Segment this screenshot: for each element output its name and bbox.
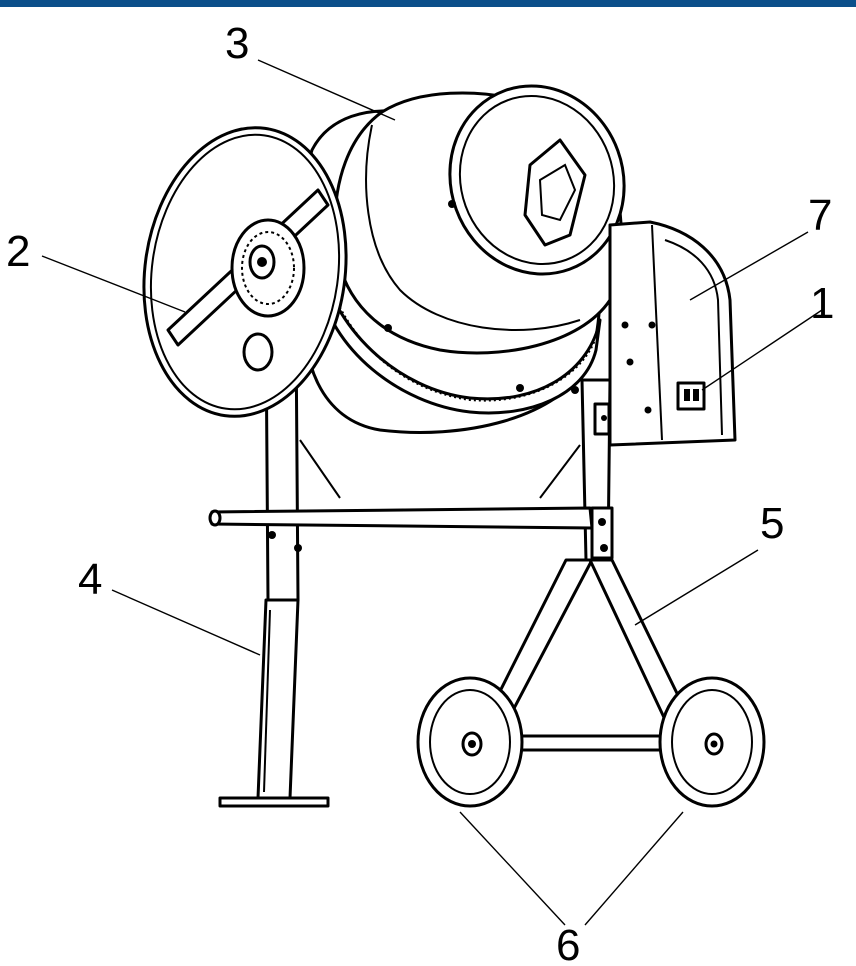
power-switch [676, 381, 706, 411]
motor-housing [608, 220, 737, 447]
right-wheel [658, 676, 766, 808]
callout-5: 5 [760, 499, 784, 548]
mixer-drum [300, 84, 626, 434]
callout-1: 1 [810, 279, 834, 328]
callout-7: 7 [808, 191, 832, 240]
callout-2: 2 [6, 227, 30, 276]
callout-3: 3 [225, 19, 249, 68]
left-wheel [416, 676, 524, 808]
callout-6: 6 [556, 921, 580, 966]
rear-leg [218, 598, 330, 808]
tilt-handwheel [142, 126, 348, 418]
leader-lines [41, 59, 823, 926]
callout-labels: 1 2 3 4 5 6 7 [6, 19, 834, 966]
header-bar [0, 0, 856, 7]
callout-4: 4 [78, 555, 102, 604]
